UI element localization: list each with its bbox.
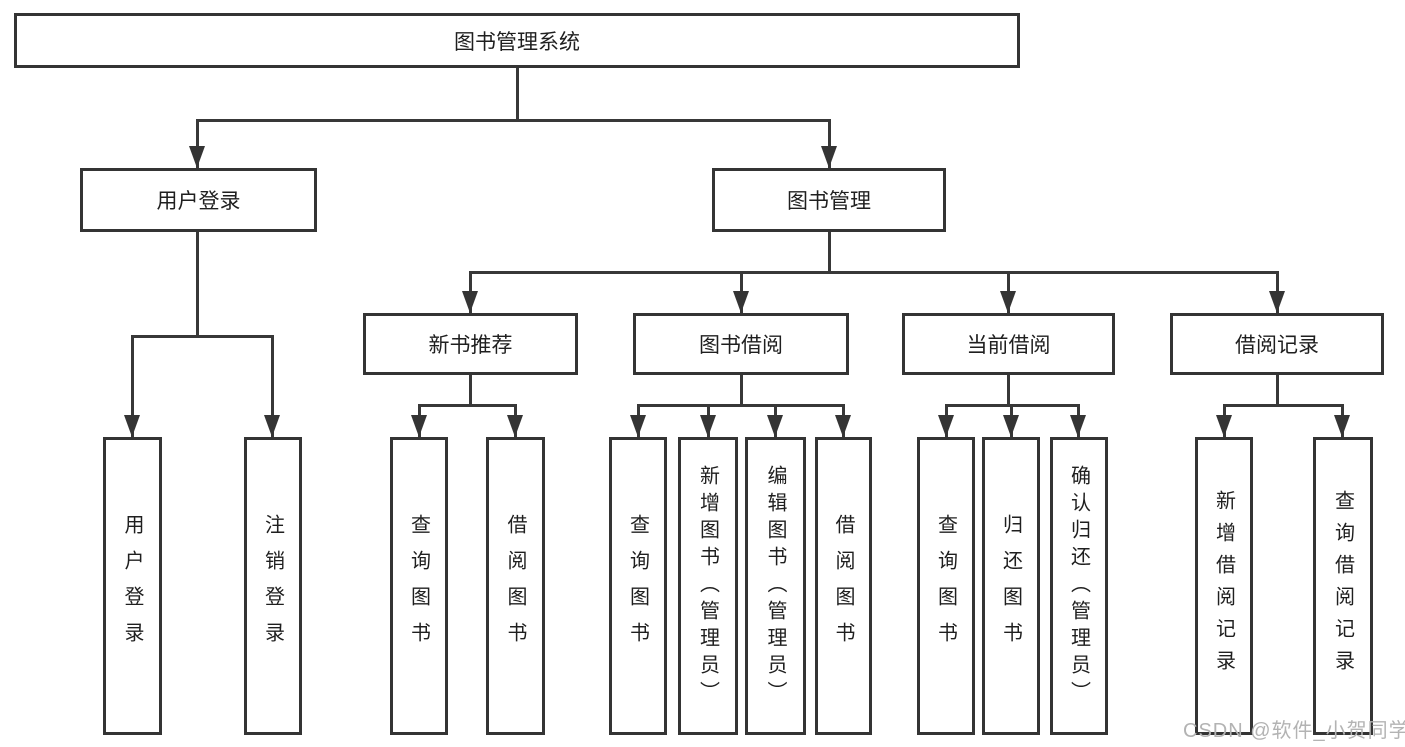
connector-line	[1007, 375, 1010, 405]
node-book-mgmt: 图书管理	[712, 168, 946, 232]
node-new-book-rec-label: 新书推荐	[428, 334, 513, 357]
connector-line	[828, 119, 831, 168]
leaf-label: 用户登录	[121, 514, 143, 658]
node-current-borrow: 当前借阅	[902, 313, 1115, 375]
leaf-label: 查询图书	[934, 514, 957, 658]
node-borrow-record-label: 借阅记录	[1235, 334, 1319, 357]
node-leaf-add-borrow-record: 新增借阅记录	[1195, 437, 1253, 735]
node-book-borrow: 图书借阅	[633, 313, 849, 375]
arrow-down-icon	[1269, 291, 1285, 313]
connector-line	[196, 119, 199, 168]
node-leaf-query-books-1: 查询图书	[390, 437, 448, 735]
connector-line	[637, 404, 845, 407]
connector-line	[516, 68, 519, 120]
arrow-down-icon	[1334, 415, 1350, 437]
node-book-mgmt-label: 图书管理	[787, 190, 871, 213]
node-root-label: 图书管理系统	[454, 30, 580, 54]
node-leaf-query-borrow-record: 查询借阅记录	[1313, 437, 1373, 735]
arrow-down-icon	[630, 415, 646, 437]
connector-line	[271, 335, 274, 437]
leaf-label: 查询图书	[626, 514, 649, 658]
arrow-down-icon	[767, 415, 783, 437]
node-root: 图书管理系统	[14, 13, 1020, 68]
node-leaf-user-login: 用户登录	[103, 437, 162, 735]
node-new-book-rec: 新书推荐	[363, 313, 578, 375]
arrow-down-icon	[700, 415, 716, 437]
connector-line	[1276, 375, 1279, 405]
leaf-label: 借阅图书	[832, 514, 854, 658]
leaf-label: 借阅图书	[504, 514, 526, 658]
arrow-down-icon	[821, 146, 837, 168]
arrow-down-icon	[507, 415, 523, 437]
connector-line	[131, 335, 134, 437]
connector-line	[1223, 404, 1344, 407]
node-leaf-query-books-3: 查询图书	[917, 437, 975, 735]
connector-line	[828, 232, 831, 273]
connector-line	[469, 375, 472, 405]
arrow-down-icon	[124, 415, 140, 437]
arrow-down-icon	[1000, 291, 1016, 313]
leaf-label: 归还图书	[999, 514, 1022, 658]
node-user-login-label: 用户登录	[156, 190, 241, 213]
node-borrow-record: 借阅记录	[1170, 313, 1384, 375]
leaf-label: 新增借阅记录	[1212, 490, 1235, 682]
arrow-down-icon	[1003, 415, 1019, 437]
connector-line	[196, 232, 199, 337]
node-leaf-confirm-return-admin: 确认归还（管理员）	[1050, 437, 1108, 735]
node-book-borrow-label: 图书借阅	[699, 334, 783, 357]
watermark: CSDN @软件_小贺同学	[1183, 720, 1405, 742]
connector-line	[196, 119, 831, 122]
arrow-down-icon	[733, 291, 749, 313]
node-user-login: 用户登录	[80, 168, 317, 232]
arrow-down-icon	[835, 415, 851, 437]
leaf-label: 编辑图书（管理员）	[764, 464, 786, 708]
connector-line	[469, 271, 1279, 274]
node-leaf-logout: 注销登录	[244, 437, 302, 735]
arrow-down-icon	[1216, 415, 1232, 437]
leaf-label: 确认归还（管理员）	[1067, 464, 1090, 708]
leaf-label: 查询借阅记录	[1331, 490, 1354, 682]
arrow-down-icon	[189, 146, 205, 168]
arrow-down-icon	[264, 415, 280, 437]
connector-line	[740, 375, 743, 405]
node-leaf-edit-book-admin: 编辑图书（管理员）	[745, 437, 806, 735]
connector-line	[418, 404, 517, 407]
leaf-label: 查询图书	[407, 514, 430, 658]
node-leaf-borrow-books-2: 借阅图书	[815, 437, 872, 735]
arrow-down-icon	[1070, 415, 1086, 437]
connector-line	[131, 335, 273, 338]
leaf-label: 注销登录	[261, 514, 284, 658]
node-current-borrow-label: 当前借阅	[966, 334, 1051, 357]
leaf-label: 新增图书（管理员）	[696, 464, 719, 708]
node-leaf-return-book: 归还图书	[982, 437, 1040, 735]
arrow-down-icon	[411, 415, 427, 437]
node-leaf-borrow-books-1: 借阅图书	[486, 437, 545, 735]
node-leaf-query-books-2: 查询图书	[609, 437, 667, 735]
node-leaf-add-book-admin: 新增图书（管理员）	[678, 437, 738, 735]
arrow-down-icon	[462, 291, 478, 313]
arrow-down-icon	[938, 415, 954, 437]
